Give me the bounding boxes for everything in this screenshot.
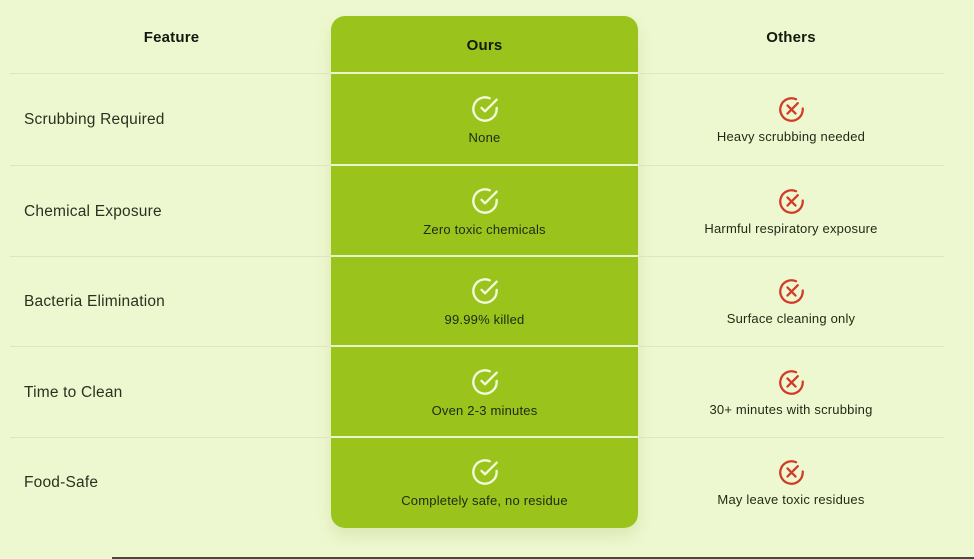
feature-cell: Food-Safe [0,438,331,528]
feature-label: Time to Clean [24,383,123,401]
check-circle-icon [471,277,499,305]
comparison-table: Feature Ours Others Scrubbing Required N… [0,0,974,528]
others-value: Surface cleaning only [726,311,856,326]
ours-cell: Oven 2-3 minutes [331,347,638,438]
others-value: Harmful respiratory exposure [704,220,878,236]
others-value: 30+ minutes with scrubbing [709,401,873,417]
feature-cell: Bacteria Elimination [0,257,331,347]
check-circle-icon [471,187,499,215]
column-header-ours: Ours [331,0,638,74]
x-circle-icon [778,188,805,215]
ours-column-panel [331,16,638,528]
others-cell: May leave toxic residues [638,438,974,528]
others-cell: 30+ minutes with scrubbing [638,347,974,438]
feature-label: Food-Safe [24,474,99,491]
others-cell: Heavy scrubbing needed [638,74,974,166]
feature-label: Chemical Exposure [24,202,162,220]
column-header-feature-label: Feature [143,28,200,46]
ours-cell: Completely safe, no residue [331,438,638,528]
column-header-others-label: Others [766,28,816,46]
x-circle-icon [778,459,805,486]
check-circle-icon [471,368,499,396]
feature-cell: Chemical Exposure [0,166,331,257]
ours-value: Oven 2-3 minutes [431,402,538,418]
feature-cell: Time to Clean [0,347,331,438]
x-circle-icon [778,96,805,123]
x-circle-icon [778,278,805,305]
others-value: Heavy scrubbing needed [716,129,866,144]
ours-value: Completely safe, no residue [401,493,568,508]
ours-cell: None [331,74,638,166]
column-header-others: Others [638,0,974,74]
others-value: May leave toxic residues [717,492,865,507]
column-header-ours-label: Ours [466,36,503,54]
ours-cell: 99.99% killed [331,257,638,347]
x-circle-icon [778,369,805,396]
ours-value: Zero toxic chemicals [423,221,546,237]
others-cell: Harmful respiratory exposure [638,166,974,257]
bottom-divider [112,557,974,559]
check-circle-icon [471,95,499,123]
ours-value: None [468,130,501,145]
feature-cell: Scrubbing Required [0,74,331,166]
ours-value: 99.99% killed [444,312,525,327]
check-circle-icon [471,458,499,486]
others-cell: Surface cleaning only [638,257,974,347]
feature-label: Scrubbing Required [24,111,165,128]
feature-label: Bacteria Elimination [24,293,165,310]
column-header-feature: Feature [0,0,331,74]
ours-cell: Zero toxic chemicals [331,166,638,257]
